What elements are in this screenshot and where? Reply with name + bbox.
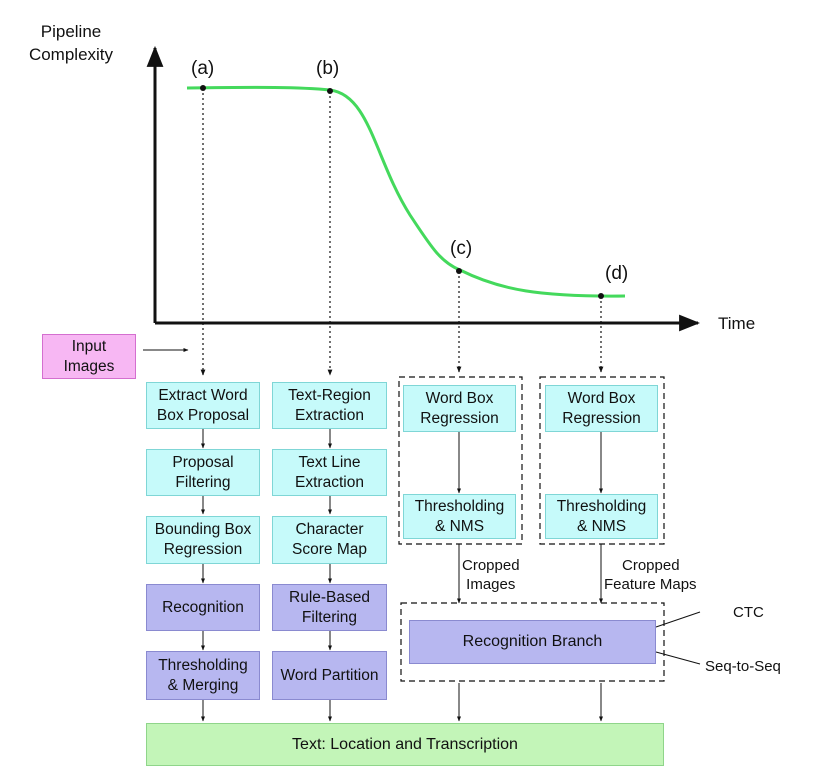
box-line: Extraction [295, 406, 364, 424]
box-line: Rule-Based [289, 588, 370, 606]
label-line: Images [466, 576, 516, 593]
input-images-line2: Images [63, 357, 115, 375]
cropped-feature-maps-label: Cropped Feature Maps [604, 556, 697, 594]
box-line: Regression [420, 409, 499, 427]
box-line: Thresholding [158, 656, 248, 674]
y-axis-label-line1: Pipeline [40, 22, 102, 41]
box-line: Filtering [301, 608, 358, 626]
label-line: Cropped [462, 557, 520, 574]
thresholding-merging: Thresholding & Merging [146, 651, 260, 700]
recognition-branch: Recognition Branch [409, 620, 656, 664]
complexity-curve [186, 85, 626, 298]
box-line: Bounding Box [154, 521, 252, 538]
thresholding-nms-c: Thresholding & NMS [403, 494, 516, 539]
label-line: Feature Maps [604, 576, 697, 593]
seq-to-seq-label: Seq-to-Seq [705, 658, 781, 675]
box-line: Recognition Branch [462, 633, 603, 650]
box-line: Proposal [172, 453, 234, 471]
box-line: Word Box [567, 389, 636, 407]
box-line: Extract Word [158, 386, 248, 404]
box-line: & NMS [434, 517, 485, 535]
label-line: Cropped [622, 557, 680, 574]
x-axis-label: Time [718, 314, 756, 333]
box-line: Character [295, 521, 364, 538]
group-c-dashed [398, 376, 523, 545]
box-line: & NMS [576, 517, 627, 535]
input-images-line1: Input [71, 337, 107, 355]
box-line: Thresholding [556, 497, 647, 515]
group-recognition-dashed [400, 602, 665, 682]
box-line: Box Proposal [156, 406, 250, 424]
box-line: Regression [562, 409, 641, 427]
y-axis-label-line2: Complexity [28, 45, 114, 64]
box-line: & Merging [167, 676, 239, 694]
point-b-label: (b) [316, 58, 340, 79]
box-line: Thresholding [414, 497, 505, 515]
cropped-images-label: Cropped Images [462, 556, 520, 594]
group-d-dashed [539, 376, 665, 545]
box-line: Score Map [292, 541, 367, 558]
box-line: Recognition [162, 598, 244, 616]
word-partition: Word Partition [272, 651, 387, 700]
box-line: Regression [163, 541, 243, 558]
input-images-box: Input Images [42, 334, 136, 379]
box-line: Word Partition [280, 666, 379, 684]
point-c-label: (c) [450, 238, 473, 259]
recognition-a: Recognition [146, 584, 260, 631]
ctc-label: CTC [733, 604, 764, 621]
box-line: Text-Region [288, 386, 371, 404]
output-box: Text: Location and Transcription [146, 723, 664, 766]
box-line: Word Box [425, 389, 494, 407]
box-line: Text Line [298, 453, 361, 471]
box-line: Filtering [175, 473, 231, 491]
point-d-label: (d) [605, 263, 629, 284]
box-line: Text: Location and Transcription [292, 735, 518, 753]
point-a-label: (a) [191, 58, 215, 79]
thresholding-nms-d: Thresholding & NMS [545, 494, 658, 539]
y-axis-label: Pipeline Complexity [18, 20, 124, 66]
box-line: Extraction [295, 473, 364, 491]
